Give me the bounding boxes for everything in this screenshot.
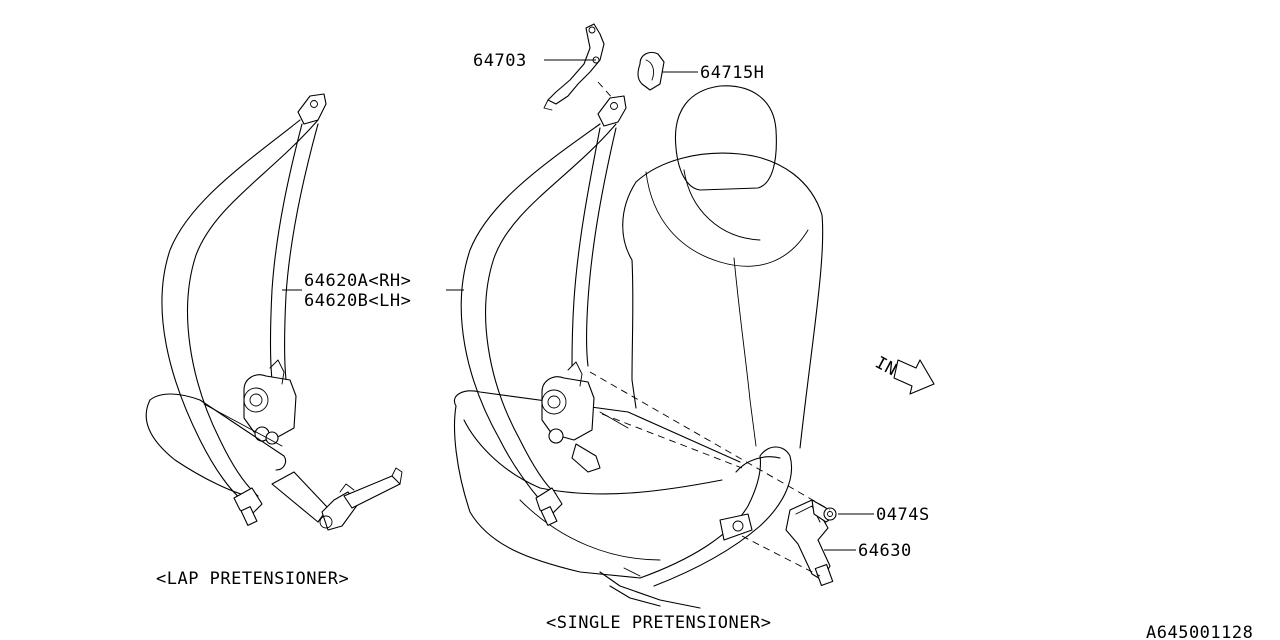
callout-0474S: 0474S (876, 505, 930, 525)
lap-pretensioner-belt-assembly (145, 93, 403, 531)
direction-in-arrow: IN (872, 353, 935, 395)
caption-single-pretensioner: <SINGLE PRETENSIONER> (546, 613, 771, 633)
mount-dashed-line-lower (741, 535, 821, 577)
cover-part-64715H (637, 51, 665, 91)
mount-dashed-line-mid (601, 413, 743, 469)
single-pretensioner-belt-assembly (460, 95, 627, 526)
callout-64715H: 64715H (700, 63, 764, 83)
bolt-part-0474S (811, 499, 837, 523)
direction-in-label: IN (872, 353, 900, 381)
callout-64620B-LH: 64620B<LH> (304, 291, 411, 311)
callout-64630: 64630 (858, 541, 912, 561)
callout-64620A-RH: 64620A<RH> (304, 271, 411, 291)
seat-assembly (454, 85, 824, 609)
upper-bracket-part-64703 (543, 23, 605, 111)
arrow-icon (893, 359, 935, 395)
diagram-id: A645001128 (1146, 623, 1253, 640)
mount-dashed-line-upper (589, 371, 831, 511)
caption-lap-pretensioner: <LAP PRETENSIONER> (156, 569, 349, 589)
callout-64703: 64703 (473, 51, 527, 71)
